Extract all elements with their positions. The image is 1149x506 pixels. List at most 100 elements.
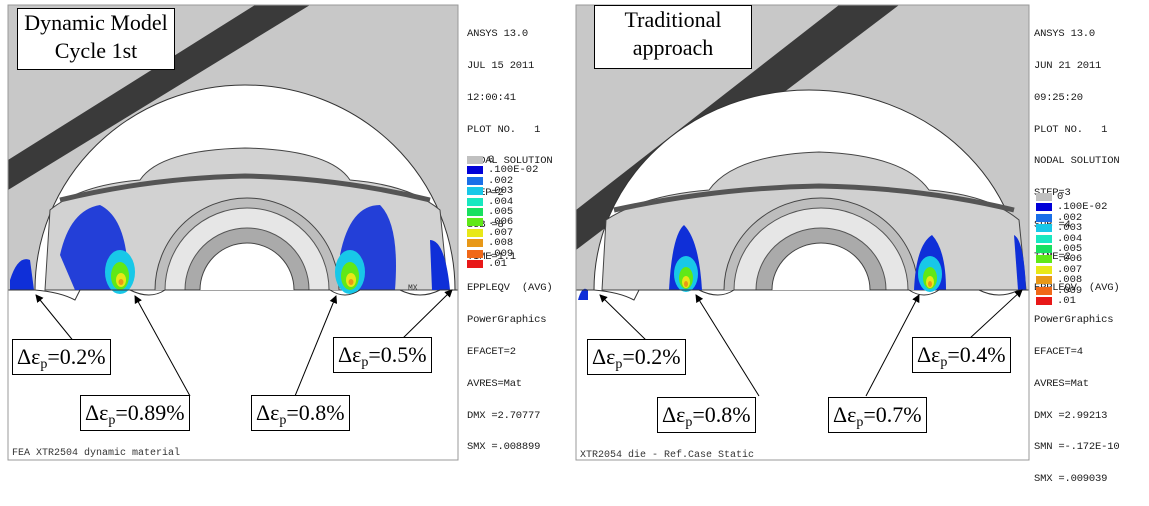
panel-title-line-2: Cycle 1st bbox=[54, 38, 138, 63]
strain-callout-3: Δεp=0.8% bbox=[251, 395, 350, 431]
strain-zone-edge-right bbox=[1014, 235, 1026, 290]
plot-frame bbox=[575, 4, 1030, 461]
legend-swatch bbox=[1036, 265, 1052, 274]
callout-subscript: p bbox=[40, 357, 48, 372]
legend-swatch bbox=[1036, 224, 1052, 233]
plot-footer: FEA XTR2504 dynamic material bbox=[12, 448, 181, 459]
dome-outline bbox=[593, 89, 1025, 291]
legend-swatch bbox=[1036, 193, 1052, 201]
callout-value: =0.8% bbox=[286, 400, 345, 425]
legend-label: .100E-02 bbox=[488, 164, 539, 177]
strain-peak-right bbox=[348, 279, 354, 285]
info-line: EFACET=2 bbox=[467, 346, 516, 358]
panel-traditional-approach: Traditional approach ANSYS 13.0 JUN 21 2… bbox=[574, 0, 1149, 484]
info-line: PowerGraphics bbox=[467, 314, 547, 327]
info-line: JUN 21 2011 bbox=[1034, 59, 1102, 72]
info-line: STEP=3 bbox=[1034, 187, 1071, 200]
diagonal-band bbox=[8, 5, 310, 190]
legend-swatch bbox=[467, 166, 483, 175]
legend-swatch bbox=[467, 249, 483, 258]
info-line: ANSYS 13.0 bbox=[467, 28, 529, 41]
info-line: PLOT NO. 1 bbox=[1034, 123, 1108, 136]
callout-subscript: p bbox=[361, 355, 369, 370]
legend-swatch bbox=[467, 207, 483, 216]
callout-value: =0.4% bbox=[947, 342, 1006, 367]
strain-zone-edge-left bbox=[578, 288, 588, 300]
legend-swatch bbox=[1036, 286, 1052, 295]
info-line: EPPLEQV (AVG) bbox=[1034, 282, 1120, 295]
legend-label: .009 bbox=[488, 247, 514, 260]
panel-title-line-1: Traditional bbox=[624, 7, 722, 32]
panel-dynamic-model: MX Dynamic Model Cycle 1st ANSYS 13.0 JU… bbox=[0, 0, 575, 465]
legend-label: .005 bbox=[1057, 242, 1083, 255]
legend-label: .003 bbox=[488, 185, 514, 198]
legend-swatch bbox=[1036, 255, 1052, 264]
info-line: SMN =-.172E-10 bbox=[1034, 441, 1120, 454]
strain-callout-4: Δεp=0.4% bbox=[912, 337, 1011, 373]
legend-swatch bbox=[1036, 276, 1052, 285]
info-line: DMX =2.70777 bbox=[467, 409, 541, 422]
legend-swatch bbox=[467, 259, 483, 268]
callout-value: =0.7% bbox=[863, 402, 922, 427]
callout-symbol: Δε bbox=[833, 402, 857, 427]
legend-label: .007 bbox=[1057, 263, 1083, 276]
info-line: AVRES=Mat bbox=[467, 377, 522, 390]
callout-symbol: Δε bbox=[256, 400, 280, 425]
fea-contour-plot bbox=[575, 4, 1030, 461]
callout-value: =0.5% bbox=[368, 342, 427, 367]
callout-symbol: Δε bbox=[338, 342, 362, 367]
panel-title-line-2: approach bbox=[632, 35, 714, 60]
callout-subscript: p bbox=[279, 413, 287, 428]
legend-label: .01 bbox=[1057, 294, 1076, 307]
legend-label: .002 bbox=[488, 174, 514, 187]
profile-line-left bbox=[8, 289, 200, 301]
legend-swatch bbox=[467, 187, 483, 196]
callout-symbol: Δε bbox=[85, 400, 109, 425]
callout-value: =0.89% bbox=[115, 400, 185, 425]
legend-label: .01 bbox=[488, 257, 507, 270]
info-line: TIME=1.1 bbox=[467, 250, 516, 263]
legend-label: 0 bbox=[1057, 191, 1064, 203]
dome-outline bbox=[34, 84, 456, 291]
strain-callout-2: Δεp=0.89% bbox=[80, 395, 190, 431]
legend-label: .004 bbox=[488, 195, 514, 208]
strain-callout-1: Δεp=0.2% bbox=[12, 339, 111, 375]
legend-label: .002 bbox=[1057, 211, 1083, 224]
legend-swatch bbox=[1036, 244, 1052, 253]
inner-arc-hole bbox=[199, 242, 295, 291]
info-line: STEP=2 bbox=[467, 187, 504, 200]
info-line: EFACET=4 bbox=[1034, 346, 1083, 358]
legend-swatch bbox=[1036, 203, 1052, 212]
info-line: DMX =2.99213 bbox=[1034, 409, 1108, 422]
info-line: 09:25:20 bbox=[1034, 91, 1083, 104]
callout-subscript: p bbox=[108, 413, 116, 428]
legend-label: .003 bbox=[1057, 222, 1083, 235]
legend-label: .009 bbox=[1057, 284, 1083, 297]
legend-swatch bbox=[467, 239, 483, 248]
callout-subscript: p bbox=[685, 415, 693, 430]
legend-swatch bbox=[467, 176, 483, 185]
legend-label: .008 bbox=[1057, 274, 1083, 287]
legend-label: .007 bbox=[488, 226, 514, 239]
info-line: ANSYS 13.0 bbox=[1034, 28, 1096, 41]
strain-zone-edge-right bbox=[430, 240, 450, 290]
legend-label: .005 bbox=[488, 205, 514, 218]
legend-swatch bbox=[467, 156, 483, 164]
strain-zone-edge-left bbox=[10, 259, 34, 290]
inner-arc-hole bbox=[771, 242, 871, 291]
legend-label: .100E-02 bbox=[1057, 201, 1108, 214]
legend-swatch bbox=[1036, 296, 1052, 305]
info-line: EPPLEQV (AVG) bbox=[467, 282, 553, 295]
legend-swatch bbox=[467, 197, 483, 206]
panel-title-line-1: Dynamic Model bbox=[24, 10, 168, 35]
info-line: JUL 15 2011 bbox=[467, 59, 535, 72]
legend-swatch bbox=[467, 218, 483, 227]
callout-subscript: p bbox=[940, 355, 948, 370]
info-line: SMX =.009039 bbox=[1034, 473, 1108, 486]
callout-value: =0.8% bbox=[692, 402, 751, 427]
callout-symbol: Δε bbox=[17, 344, 41, 369]
legend-label: 0 bbox=[488, 154, 495, 166]
info-line: SMX =.008899 bbox=[467, 441, 541, 454]
panel-title-box: Traditional approach bbox=[594, 5, 752, 69]
callout-symbol: Δε bbox=[662, 402, 686, 427]
